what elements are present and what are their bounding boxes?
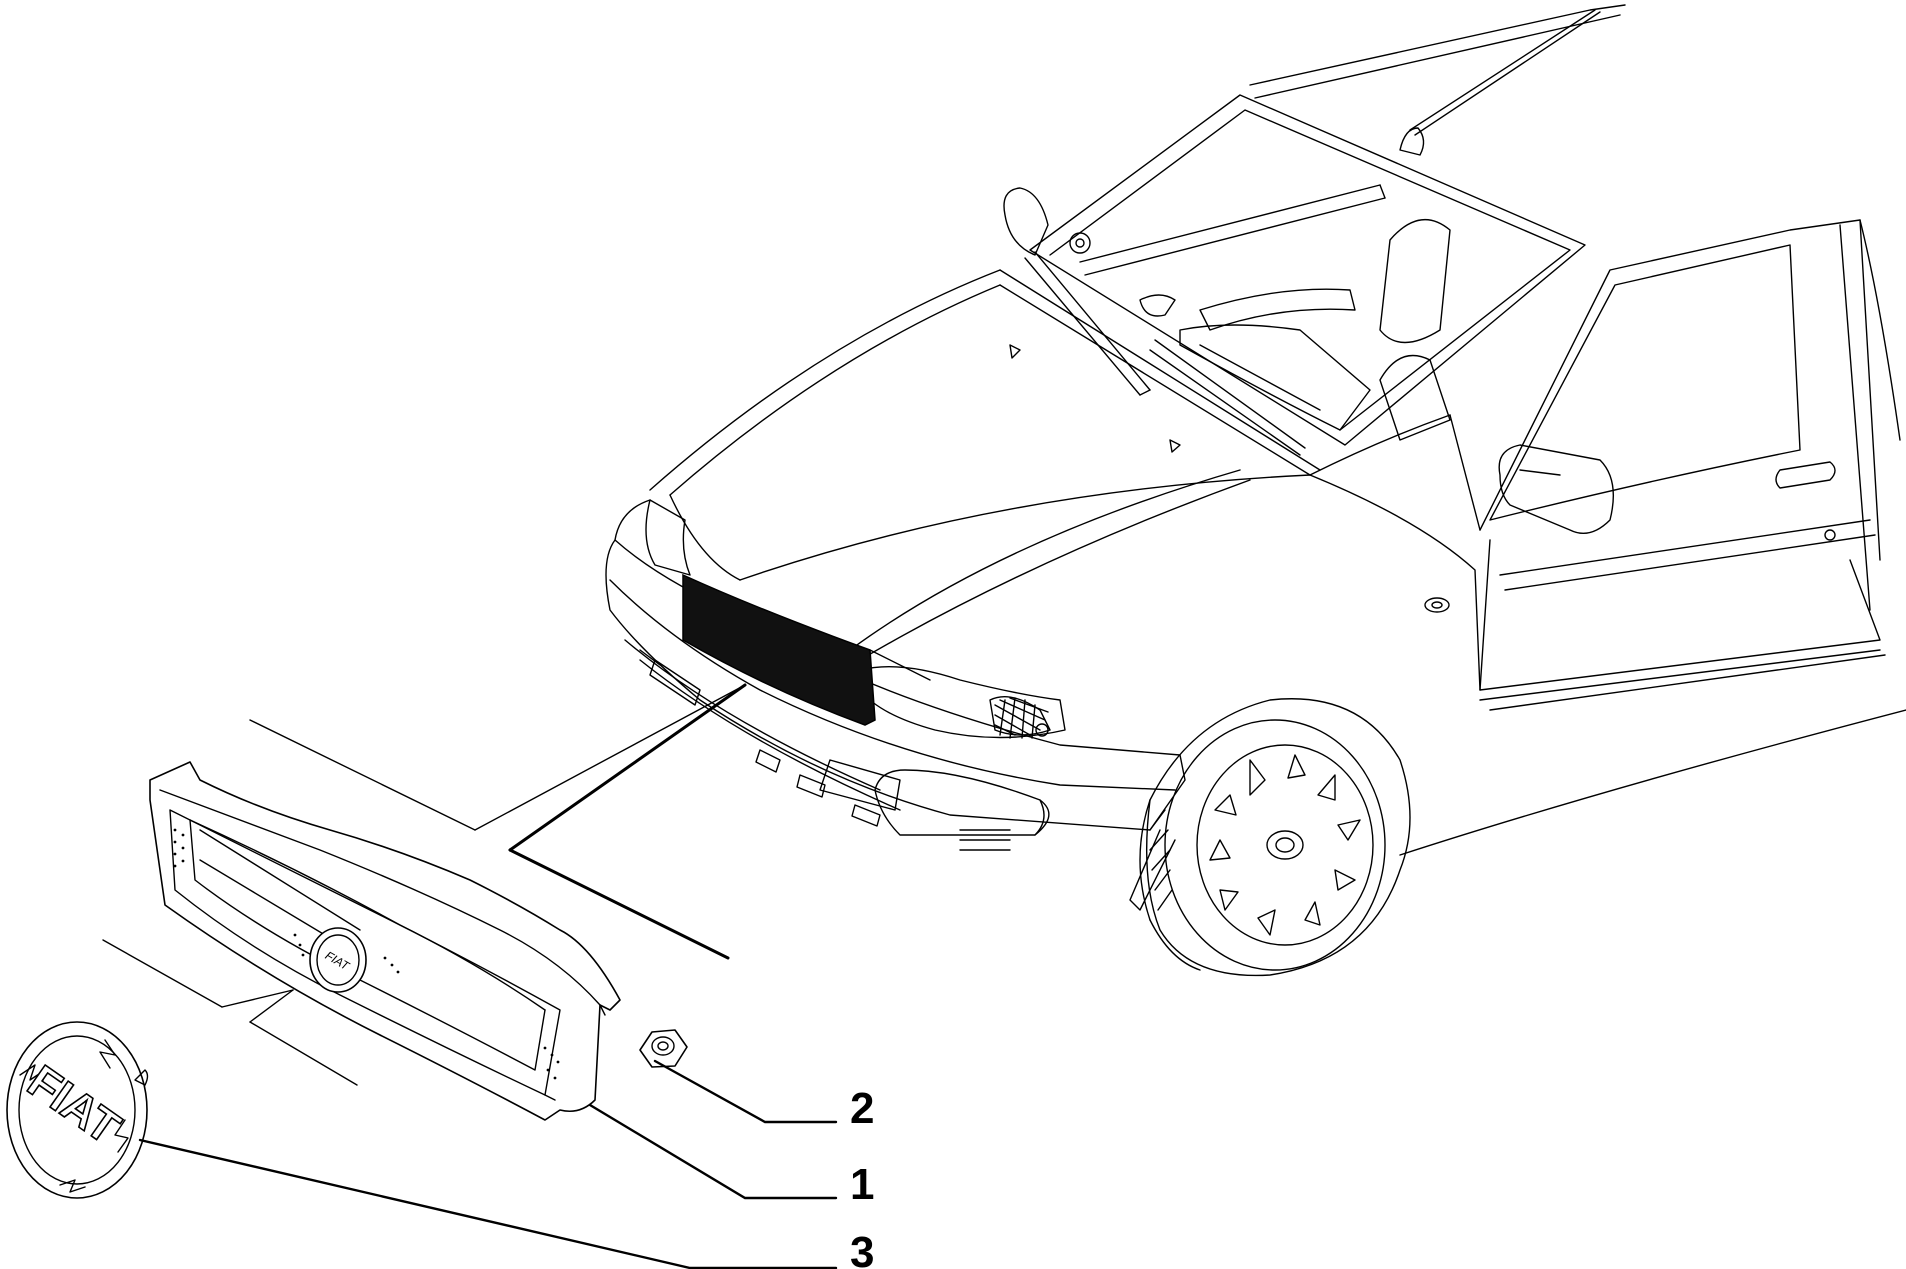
- assembly-guide-lines: [102, 683, 747, 1086]
- callout-1: 1: [850, 1160, 874, 1209]
- nut-part: [639, 1029, 688, 1068]
- callout-3: 3: [850, 1228, 874, 1269]
- car-body: [605, 4, 1906, 977]
- grille-part: FIAT: [149, 761, 621, 1121]
- callout-leaders: [138, 1059, 838, 1269]
- fiat-badge-part: FIAT: [6, 1021, 149, 1199]
- callout-2: 2: [850, 1084, 874, 1133]
